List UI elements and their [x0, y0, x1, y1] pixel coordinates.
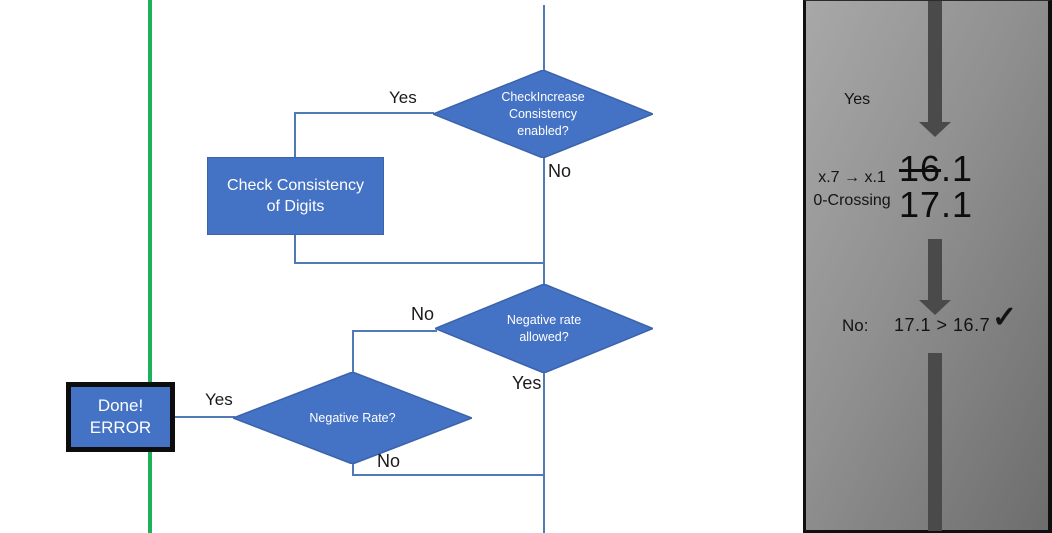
down-arrow-1-head-icon — [919, 122, 951, 137]
decision-label-line: Negative Rate? — [309, 410, 396, 425]
connector-yes-vertical — [294, 112, 296, 158]
process-label-line: of Digits — [266, 198, 325, 215]
terminator-label-line: ERROR — [89, 418, 152, 437]
panel-no-label: No: — [842, 316, 869, 335]
decision-check-increase-consistency: CheckIncrease Consistency enabled? — [433, 70, 653, 158]
decision-label-line: Negative rate — [506, 312, 582, 327]
zero-crossing-rule: x.7 → x.1 0-Crossing — [807, 166, 897, 212]
connector-no-vertical — [352, 330, 354, 374]
diamond-shape — [233, 372, 472, 464]
terminator-label-line: Done! — [97, 396, 144, 415]
decision-label: Negative rate allowed? — [435, 284, 653, 373]
connector-bottom-vertical — [543, 372, 545, 533]
down-arrow-1-stem — [928, 1, 942, 122]
branch-label-no-check-increase: No — [548, 161, 572, 181]
branch-label-no-negative-rate: No — [377, 451, 401, 471]
rule-line-1: x.7 → x.1 — [818, 169, 886, 186]
connector-yes-horizontal — [294, 112, 434, 114]
down-arrow-2-stem — [928, 239, 942, 300]
decision-negative-rate-allowed: Negative rate allowed? — [435, 284, 653, 373]
connector-process-out-vertical — [294, 234, 296, 264]
decision-label: Negative Rate? — [233, 372, 472, 464]
terminator-done-error: Done! ERROR — [66, 382, 175, 452]
decision-label: CheckIncrease Consistency enabled? — [433, 70, 653, 158]
decision-label-line: Consistency — [508, 106, 578, 121]
panel-yes-label: Yes — [844, 91, 871, 108]
decision-negative-rate: Negative Rate? — [233, 372, 472, 464]
connector-no-exit-horizontal — [352, 474, 545, 476]
connector-done-horizontal — [172, 416, 235, 418]
branch-label-yes-negative-rate-allowed: Yes — [512, 373, 542, 393]
new-value: 17.1 — [899, 184, 974, 225]
decision-label-line: CheckIncrease — [501, 89, 585, 104]
comparison-text: 17.1 > 16.7 — [894, 315, 991, 335]
value-correction: 16.1 17.1 — [899, 151, 973, 223]
connector-no-horizontal — [352, 330, 437, 332]
old-value-struck: 16 — [899, 148, 942, 189]
branch-label-yes-negative-rate: Yes — [205, 390, 233, 409]
diamond-shape — [433, 70, 653, 158]
branch-label-no-negative-rate-allowed: No — [411, 304, 435, 324]
old-value-tail: .1 — [941, 148, 974, 189]
connector-mid-vertical — [543, 156, 545, 286]
side-panel: Yes x.7 → x.1 0-Crossing 16.1 17.1 No: 1… — [803, 0, 1052, 533]
decision-label-line: enabled? — [517, 123, 569, 138]
connector-no-exit-vertical — [352, 462, 354, 476]
down-arrow-3-stem — [928, 353, 942, 531]
checkmark-icon: ✓ — [992, 301, 1018, 334]
old-value: 16.1 — [899, 151, 973, 187]
branch-label-yes-check-increase: Yes — [389, 88, 417, 107]
rule-line-2: 0-Crossing — [813, 192, 891, 209]
decision-label-line: allowed? — [519, 329, 569, 344]
down-arrow-2-head-icon — [919, 300, 951, 315]
connector-process-out-horizontal — [294, 262, 545, 264]
process-label-line: Check Consistency — [227, 177, 364, 194]
green-divider-line — [148, 0, 152, 533]
process-check-consistency-of-digits: Check Consistency of Digits — [207, 157, 384, 235]
diamond-shape — [435, 284, 653, 373]
connector-top-vertical — [543, 5, 545, 72]
